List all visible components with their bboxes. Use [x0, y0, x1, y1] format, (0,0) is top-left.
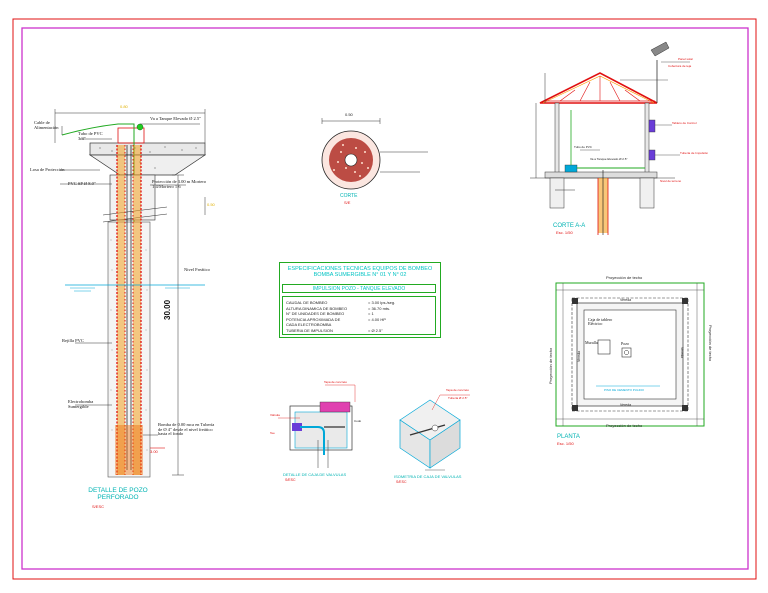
section-label-tube: Tubo de PVC: [574, 145, 592, 149]
plan-beam-top: Vereda: [620, 298, 632, 302]
main-detail-title: DETALLE DE POZO PERFORADO: [88, 487, 148, 501]
plan-scale: Esc. 1/50: [557, 441, 574, 446]
tube-label: Tubo de PVC 3/4": [78, 131, 103, 141]
plan-top-label: Proyección de techo: [606, 275, 643, 280]
det1-label-lid: Tapa de concreto: [324, 380, 348, 384]
main-detail-scale: S/ESC: [92, 504, 105, 509]
det2-top-label: Tapa de concreto: [446, 388, 470, 392]
plan-beam-right: Vereda: [680, 347, 684, 359]
spec-band: IMPULSION POZO - TANQUE ELEVADO: [282, 284, 436, 293]
det1-label-tee: Tee: [270, 431, 275, 435]
well-cross-section: [321, 118, 428, 190]
filter-label: Rejilla PVC: [62, 338, 84, 343]
plan-view: [555, 282, 705, 427]
spec-panel: ESPECIFICACIONES TECNICAS EQUIPOS DE BOM…: [279, 262, 441, 338]
spec-table: CAUDAL DE BOMBEO= 3.00 lps./seg. ALTURA …: [282, 296, 436, 335]
spec-title: ESPECIFICACIONES TECNICAS EQUIPOS DE BOM…: [287, 266, 433, 279]
spec-row: N° DE UNIDADES DE BOMBEO= 1: [286, 311, 374, 316]
det2-label: Tubería Ø 2.5": [448, 396, 468, 400]
bottom-label: Bomba de 0.00 mca en Tubería de Ø 4" des…: [158, 422, 215, 436]
slab-label: Losa de Protección: [30, 167, 65, 172]
spec-row: CAUDAL DE BOMBEO= 3.00 lps./seg.: [286, 300, 396, 305]
section-label-panel: Tablero de Control: [672, 121, 697, 125]
well-section-title: CORTE: [340, 193, 358, 199]
plan-well-label: Pozo: [621, 341, 629, 346]
section-aa-title: CORTE A-A: [553, 223, 586, 229]
to-tank-label: Va a Tanque Elevado Ø 2.5": [150, 116, 201, 121]
plan-beam-bottom: Vereda: [620, 403, 632, 407]
spec-row: POTENCIA APROXIMADA DE= 4.00 HP: [286, 316, 386, 322]
section-label-ground: Nivel de terreno: [660, 179, 682, 183]
cable-label: Cable de Alimentación: [34, 120, 59, 130]
section-aa: [530, 41, 690, 235]
bottom-dim: 3.00: [150, 449, 158, 454]
plan-cabinet-label: Caja de tablero Eléctrico: [588, 317, 613, 326]
det1-label-elbow: Codo: [354, 419, 362, 423]
valve-box-isometric: [399, 394, 470, 471]
plan-floor-label: PISO DE CEMENTO PULIDO: [604, 388, 644, 392]
main-well-detail: [54, 109, 207, 478]
plan-title: PLANTA: [557, 434, 580, 440]
pipe-label: PVC SP Ø 8.0": [68, 181, 96, 186]
well-section-dim: 0.50: [345, 112, 353, 117]
plan-beam-left: Vereda: [577, 350, 581, 362]
outer-border: [12, 18, 757, 580]
section-label-solar: Panel solar: [678, 57, 694, 61]
well-section-scale: S/E: [344, 200, 351, 205]
static-level-label: Nivel Freático: [184, 267, 210, 272]
plan-wall-label: Muralla: [585, 340, 598, 345]
spec-row: ALTURA DINAMICA DE BOMBEO= 36.70 mts.: [286, 305, 391, 311]
pump-label: Electrobomba Sumergible: [68, 399, 94, 409]
plan-left-label: Proyección de techo: [548, 347, 553, 384]
protection-label: Protección de 3.00 m Mortero 1:4/Mortero…: [152, 179, 207, 189]
depth-label: 30.00: [163, 299, 172, 320]
det1-title: DETALLE DE CAJA DE VALVULAS: [283, 472, 347, 477]
gap-label: 0.50: [207, 202, 215, 207]
spec-row: CADA ELECTROBOMBA: [286, 322, 332, 327]
spec-row: TUBERIA DE IMPULSION= Ø 2.5": [286, 327, 383, 333]
section-aa-scale: Esc. 1/50: [556, 230, 573, 235]
valve-box-detail: [278, 384, 356, 468]
main-dim-top: 0.80: [120, 104, 128, 109]
det1-label-valve: Válvula: [270, 413, 280, 417]
plan-bottom-label: Proyección de techo: [606, 423, 643, 428]
section-label-pipe: Tubería de Impulsión: [680, 151, 709, 155]
section-label-roof: Cobertura de teja: [668, 64, 692, 68]
det2-title: ISOMETRIA DE CAJA DE VALVULAS: [394, 474, 462, 479]
det2-scale: S/ESC: [396, 480, 407, 484]
inner-border: [21, 27, 749, 570]
section-label-tank: Va a Tanque Elevado Ø 2.5": [590, 157, 628, 161]
det1-scale: S/ESC: [285, 478, 296, 482]
plan-right-label: Proyección de techo: [708, 325, 713, 362]
